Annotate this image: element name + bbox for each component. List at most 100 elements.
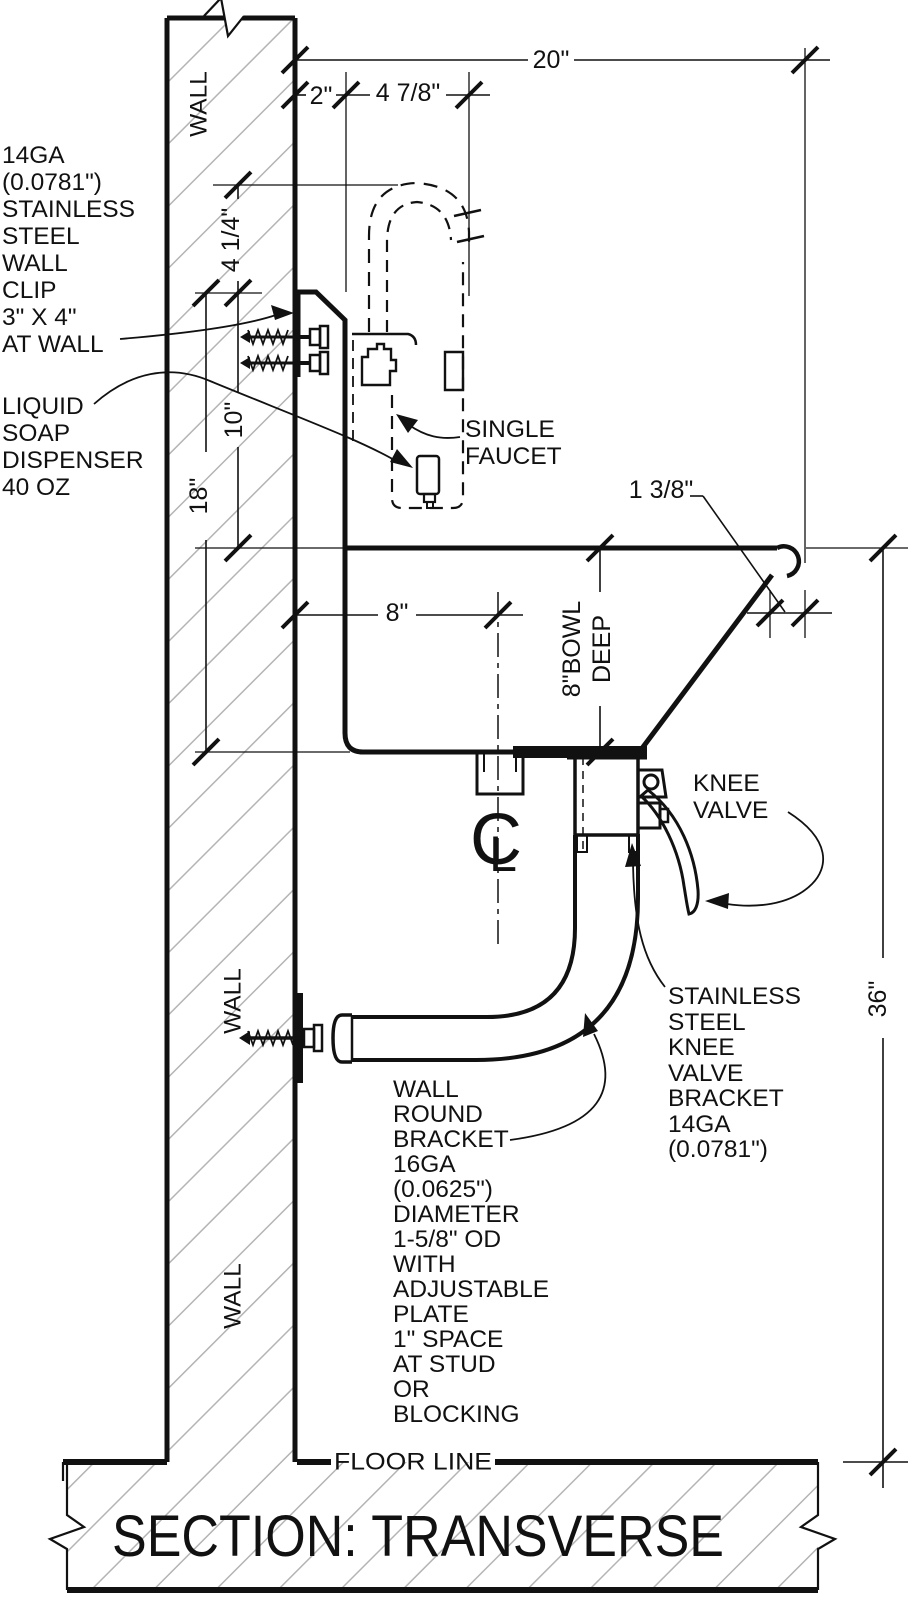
faucet-gooseneck-outer (367, 181, 471, 332)
annotation-line: DISPENSER (2, 447, 144, 474)
annotation-line: STEEL (2, 223, 80, 250)
floor-section (47, 1459, 908, 1593)
wall-label-top: WALL (186, 71, 213, 137)
annotation-line: STAINLESS (2, 196, 135, 223)
faucet-valve-block (443, 350, 465, 392)
dim-bowl-depth-2: DEEP (588, 615, 616, 683)
annotation-line: WALL (393, 1076, 459, 1103)
annotation-line: WITH (393, 1251, 456, 1278)
wall-label-mid: WALL (220, 968, 247, 1034)
faucet-body-hidden (390, 262, 465, 510)
annotation-line: 1-5/8" OD (393, 1226, 501, 1253)
annotation-wall-round-bracket: WALL ROUND BRACKET 16GA (0.0625") DIAMET… (393, 1076, 549, 1428)
leader-arrowheads (271, 305, 729, 1037)
annotation-line: AT WALL (2, 331, 104, 358)
arrow-wall-clip-icon (271, 305, 294, 320)
annotation-line: WALL (2, 250, 68, 277)
screw-washer (318, 324, 330, 350)
screw-washer (318, 350, 330, 376)
bracket-screw-tip (239, 1031, 250, 1045)
clip-screws (240, 324, 330, 376)
screw-tip (240, 357, 250, 369)
annotation-knee-valve-bracket: STAINLESS STEEL KNEE VALVE BRACKET 14GA … (668, 983, 801, 1163)
dispenser-tip (426, 501, 434, 509)
annotation-line: STEEL (668, 1009, 746, 1036)
leader-faucet (408, 424, 461, 439)
annotation-line: KNEE (693, 770, 760, 797)
bracket-screw-washer (312, 1023, 324, 1053)
wall-top-break-icon (203, 0, 245, 39)
dim-drain-setback: 8" (386, 599, 409, 627)
spout-tick-2 (456, 234, 485, 244)
annotation-line: DIAMETER (393, 1201, 520, 1228)
dim-rim-height: 36" (864, 981, 892, 1018)
faucet-deck-line (352, 332, 418, 346)
screw-tip (240, 331, 250, 343)
floor-left-break-icon (47, 1462, 87, 1590)
faucet-group (352, 181, 485, 510)
drain-centerline: C L (470, 592, 522, 948)
pipe-inner-edge (352, 835, 577, 1019)
clip-screw-upper (240, 324, 330, 350)
wall-top-break-mask (202, 0, 246, 40)
annotation-single-faucet: SINGLE FAUCET (465, 416, 562, 470)
dispenser-body (415, 454, 441, 496)
annotation-line: PLATE (393, 1301, 469, 1328)
wall-label-bottom: WALL (220, 1263, 247, 1329)
arrow-faucet-icon (396, 414, 418, 433)
annotation-line: FAUCET (465, 443, 562, 470)
annotation-line: (0.0625") (393, 1176, 493, 1203)
pipe-outer-edge (352, 835, 640, 1062)
floor-line-label: FLOOR LINE (334, 1449, 492, 1476)
dim-rim-return: 1 3/8" (629, 476, 693, 504)
section-title: SECTION: TRANSVERSE (112, 1504, 724, 1569)
valve-tab-left (576, 834, 588, 853)
pipe-end-cap (331, 1013, 352, 1064)
annotation-knee-valve: KNEE VALVE (693, 770, 768, 824)
arrow-knee-valve-icon (705, 893, 729, 909)
annotation-line: SOAP (2, 420, 70, 447)
annotation-wall-clip: 14GA (0.0781") STAINLESS STEEL WALL CLIP… (2, 142, 135, 358)
dimension-lines (195, 48, 908, 1488)
annotation-line: ADJUSTABLE (393, 1276, 549, 1303)
dim-clip-to-rim: 10" (220, 402, 248, 439)
annotation-line: VALVE (668, 1060, 743, 1087)
dim-overall-width: 20" (533, 46, 570, 74)
valve-pivot-pin (642, 773, 660, 791)
bracket-screw-head (302, 1027, 316, 1049)
annotation-line: 16GA (393, 1151, 456, 1178)
annotation-soap-dispenser: LIQUID SOAP DISPENSER 40 OZ (2, 393, 144, 501)
spout-tick-1 (453, 208, 482, 218)
wall-hatch (167, 18, 295, 1462)
soap-dispenser (415, 454, 441, 509)
annotation-line: BRACKET (393, 1126, 509, 1153)
annotation-line: BLOCKING (393, 1401, 520, 1428)
annotation-line: LIQUID (2, 393, 84, 420)
knee-paddle (638, 788, 700, 916)
drain-tailpiece (475, 752, 525, 796)
sink-backsplash-and-bowl (295, 289, 640, 755)
annotation-line: VALVE (693, 797, 768, 824)
annotation-line: BRACKET (668, 1085, 784, 1112)
annotation-line: (0.0781") (2, 169, 102, 196)
dim-spout-height: 4 1/4" (217, 208, 245, 272)
centerline-symbol-c: C (470, 800, 522, 880)
rim-rolled-edge (775, 544, 802, 579)
supply-pipe (331, 835, 640, 1064)
screw-head (308, 353, 322, 373)
annotation-line: 14GA (2, 142, 65, 169)
annotation-line: ROUND (393, 1101, 483, 1128)
arrow-knee-bracket-icon (625, 843, 641, 867)
floor-hatch (67, 1462, 818, 1590)
screw-threads (247, 353, 289, 373)
faucet-gooseneck-inner (385, 200, 453, 332)
annotation-line: KNEE (668, 1034, 735, 1061)
leader-knee-bracket (632, 863, 666, 988)
bowl-front-slope (638, 573, 774, 753)
valve-pivot-bracket (638, 768, 668, 799)
dim-bowl-depth-1: 8"BOWL (558, 601, 586, 697)
annotation-line: STAINLESS (668, 983, 801, 1010)
leader-knee-valve (726, 811, 824, 907)
